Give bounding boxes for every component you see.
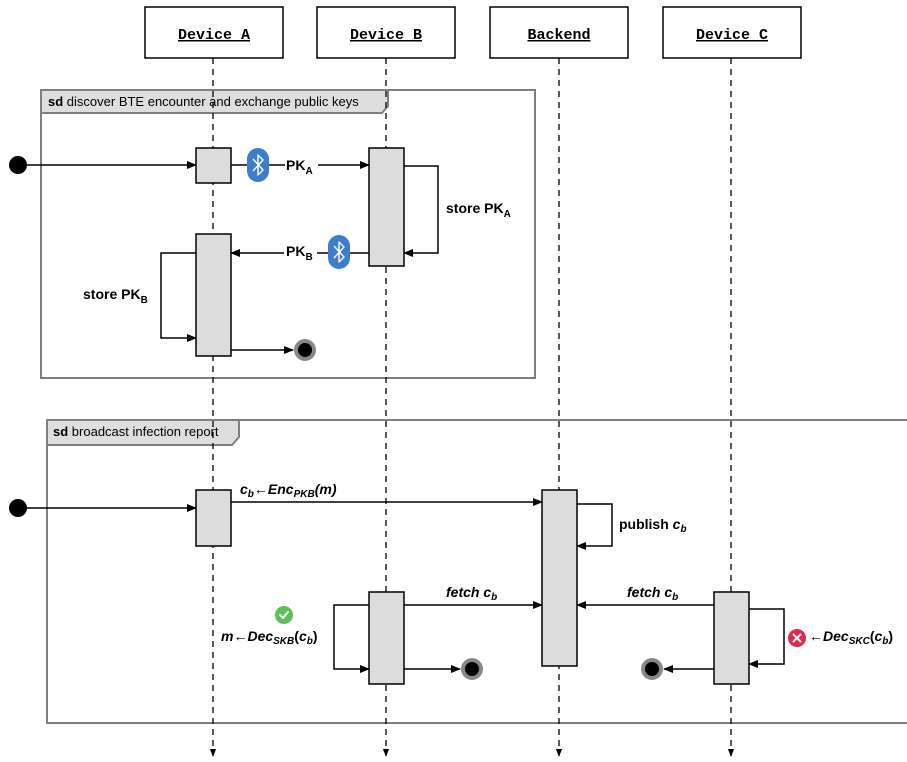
bluetooth-icon <box>328 235 350 269</box>
frame-broadcast-title: sd broadcast infection report <box>53 424 219 439</box>
label-dec-c: ←DecSKC(cb) <box>809 628 893 647</box>
frame-discover-title: sd discover BTE encounter and exchange p… <box>48 94 359 109</box>
frame-discover: sd discover BTE encounter and exchange p… <box>40 89 536 379</box>
lifeline-device-b: Device B <box>316 6 456 757</box>
activation-a-2 <box>195 233 232 357</box>
initial-node-2 <box>9 499 27 517</box>
lifeline-header-device-b: Device B <box>350 27 422 44</box>
final-node-1 <box>294 339 316 361</box>
label-store-pk-a: store PKA <box>446 200 511 220</box>
activation-a-1 <box>195 147 232 184</box>
label-fetch-c: fetch cb <box>627 584 678 603</box>
lifeline-header-backend: Backend <box>527 27 590 44</box>
activation-c <box>713 591 750 685</box>
activation-backend <box>541 489 578 667</box>
message-publish <box>576 503 613 550</box>
lifeline-backend: Backend <box>489 6 629 757</box>
initial-node-1 <box>9 156 27 174</box>
message-dec-c <box>748 608 785 668</box>
label-dec-b: m←DecSKB(cb) <box>221 628 318 647</box>
bluetooth-icon <box>247 148 269 182</box>
check-circle-icon <box>275 606 293 624</box>
label-enc: cb←EncPKB(m) <box>240 481 337 500</box>
message-store-pk-a <box>403 165 439 257</box>
activation-b-1 <box>368 147 405 267</box>
lifeline-device-c: Device C <box>662 6 802 757</box>
message-store-pk-b <box>160 252 197 342</box>
frame-broadcast: sd broadcast infection report <box>46 419 907 724</box>
final-node-2 <box>461 658 483 680</box>
final-node-3 <box>641 658 663 680</box>
label-store-pk-b: store PKB <box>83 286 148 306</box>
activation-b-2 <box>368 591 405 685</box>
activation-a-3 <box>195 489 232 547</box>
label-publish: publish cb <box>619 516 687 535</box>
message-dec-b <box>333 604 370 673</box>
lifeline-device-a: Device A <box>144 6 284 757</box>
x-circle-icon <box>788 629 806 647</box>
label-pk-b: PKB <box>286 243 313 263</box>
label-pk-a: PKA <box>286 157 313 177</box>
lifeline-header-device-a: Device A <box>178 27 250 44</box>
label-fetch-b: fetch cb <box>446 584 497 603</box>
lifeline-header-device-c: Device C <box>696 27 768 44</box>
